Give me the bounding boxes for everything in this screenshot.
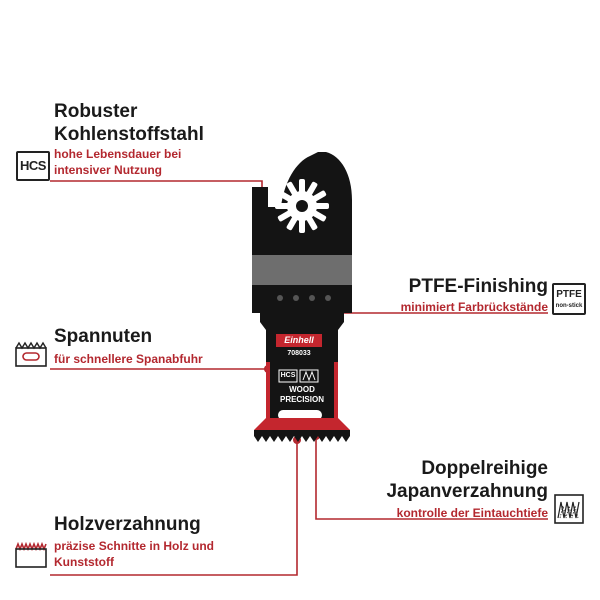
feature-carbon-steel-title-line1: Robuster	[54, 101, 138, 122]
hcs-icon: HCS	[16, 151, 50, 181]
feature-carbon-steel: Robuster Kohlenstoffstahl	[54, 100, 204, 146]
leader-line-wood-teeth	[50, 440, 298, 576]
leader-line-double-teeth	[315, 436, 548, 520]
blade-wood-icon	[302, 370, 316, 382]
feature-carbon-steel-desc-line1: hohe Lebensdauer bei	[54, 147, 182, 161]
blade-model-number: 708033	[287, 350, 311, 357]
feature-double-teeth: Doppelreihige Japanverzahnung kontrolle …	[330, 457, 548, 521]
blade-red-strip-right	[334, 362, 338, 428]
feature-chip-grooves: Spannuten für schnellere Spanabfuhr	[54, 325, 203, 367]
blade-label-wood: WOOD	[289, 385, 315, 394]
chip-groove-icon	[15, 341, 47, 367]
blade-red-strip-left	[266, 362, 270, 428]
feature-ptfe: PTFE-Finishing minimiert Farbrückstände	[340, 275, 548, 315]
feature-wood-teeth-desc-line1: präzise Schnitte in Holz und	[54, 539, 215, 553]
feature-double-teeth-desc: kontrolle der Eintauchtiefe	[396, 506, 548, 520]
blade-brand-text: Einhell	[284, 335, 314, 345]
blade-slot	[278, 410, 322, 420]
feature-ptfe-desc: minimiert Farbrückstände	[400, 300, 548, 314]
feature-carbon-steel-title-line2: Kohlenstoffstahl	[54, 124, 204, 145]
blade-brand-bar	[276, 334, 322, 347]
star-mount-cutout	[275, 179, 329, 233]
feature-wood-teeth: Holzverzahnung präzise Schnitte in Holz …	[54, 513, 214, 570]
double-teeth-icon	[554, 494, 584, 524]
blade-neck	[252, 285, 352, 313]
feature-ptfe-title: PTFE-Finishing	[408, 276, 548, 297]
blade-hcs-badge-frame	[278, 369, 298, 383]
ptfe-icon-subtext: non-stick	[555, 303, 583, 309]
wood-teeth-icon	[15, 541, 47, 568]
feature-wood-teeth-title: Holzverzahnung	[54, 514, 201, 535]
feature-double-teeth-title-line2: Japanverzahnung	[386, 481, 548, 502]
blade-teeth	[254, 430, 350, 442]
blade-hcs-text: HCS	[280, 372, 296, 379]
ptfe-icon-text: PTFE	[556, 289, 582, 300]
feature-carbon-steel-desc-line2: intensiver Nutzung	[54, 163, 163, 177]
feature-wood-teeth-desc-line2: Kunststoff	[54, 555, 114, 569]
feature-chip-grooves-desc: für schnellere Spanabfuhr	[54, 352, 203, 366]
feature-double-teeth-title-line1: Doppelreihige	[421, 458, 548, 479]
blade-red-tooth-band	[254, 418, 350, 430]
blade-label-precision: PRECISION	[279, 395, 324, 404]
ptfe-icon: PTFE non-stick	[552, 283, 586, 315]
feature-chip-grooves-title: Spannuten	[54, 326, 153, 347]
blade-grey-band	[252, 255, 352, 285]
feature-carbon-steel-desc: hohe Lebensdauer bei intensiver Nutzung	[54, 146, 181, 178]
blade-wood-icon-frame	[299, 369, 319, 383]
